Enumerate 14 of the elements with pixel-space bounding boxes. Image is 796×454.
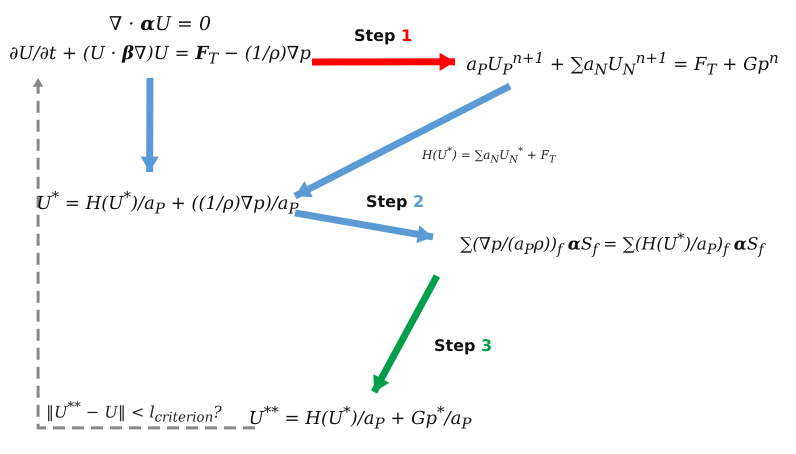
arrow: [140, 78, 159, 172]
dashed-arrow: [32, 78, 255, 430]
arrow: [293, 82, 512, 200]
equation: a$_{P}$U$_{P}$$^{n+1}$ + ∑a$_{N}$U$_{N}$$^{n+1}$ = F$_{T}$ + Gp$^{n}$: [466, 49, 779, 79]
equation: ∂U/∂t + (U · β∇)U = F$_{T}$ − (1/ρ)∇p: [9, 42, 311, 68]
equation: ∇ · αU = 0: [108, 12, 212, 35]
equation: ∑(∇p/(a$_{P}$ρ))$_{f}$ αS$_{f}$ = ∑(H(U$^{*}$)/a$_{P}$)$_{f}$ αS$_{f}$: [460, 231, 764, 259]
equation: U$^{**}$ = H(U$^{*}$)/a$_{P}$ + Gp$^{*}$/a$_{P}$: [248, 403, 472, 433]
arrow: [312, 52, 456, 71]
arrow: [371, 274, 440, 394]
step-label: Step 1: [352, 26, 414, 45]
arrow: [294, 209, 434, 244]
edge-label: H(U$^{*}$) = ∑a$_{N}$U$_{N}$$^{*}$ + F$_{T}$: [420, 146, 558, 166]
equation: U$^{*}$ = H(U$^{*}$)/a$_{P}$ + ((1/ρ)∇p)/a$_{P}$: [36, 188, 299, 218]
